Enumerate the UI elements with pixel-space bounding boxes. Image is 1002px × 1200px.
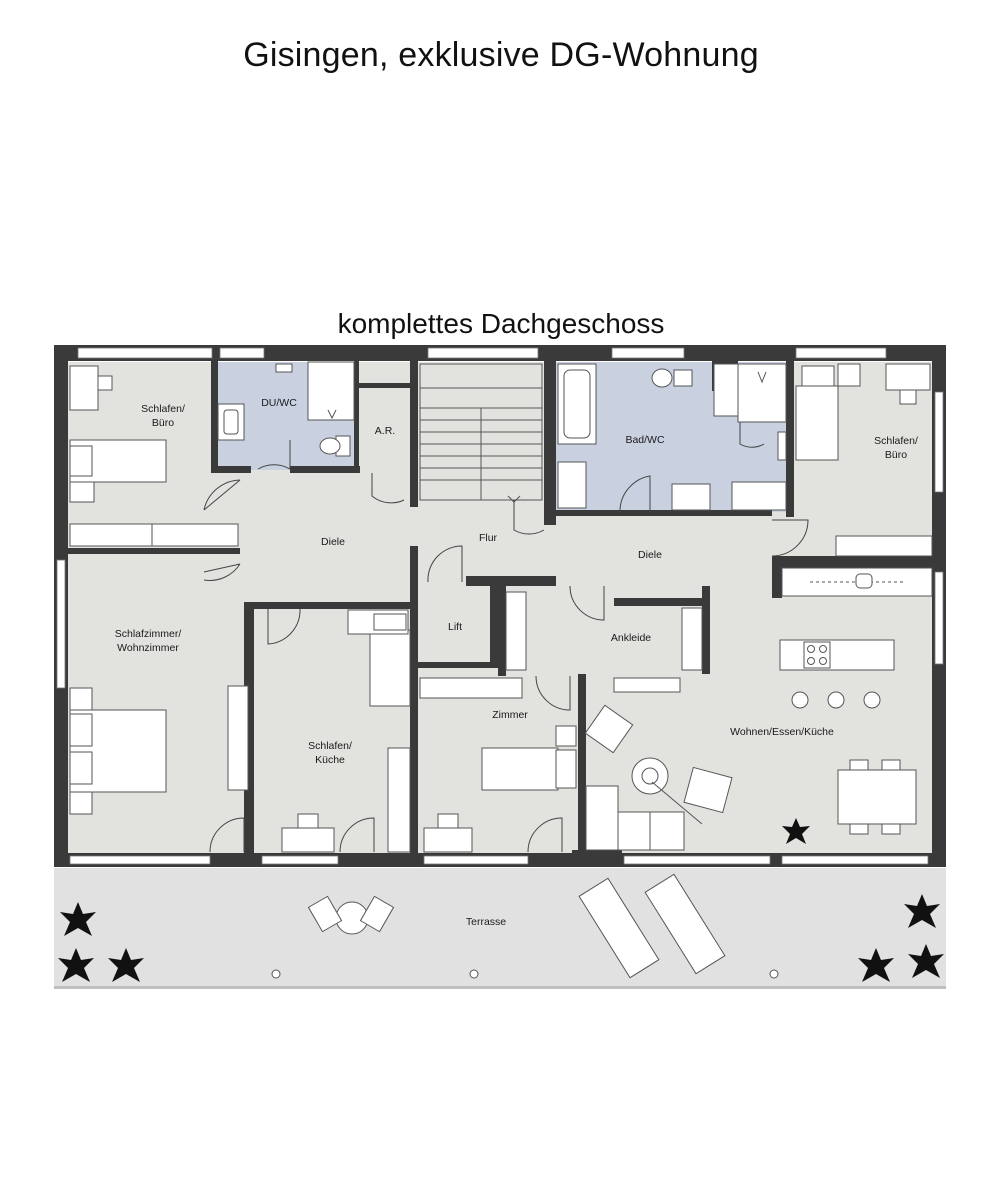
terrace-floor xyxy=(54,868,946,988)
room-label-lift: Lift xyxy=(448,621,462,633)
page-title: Gisingen, exklusive DG-Wohnung xyxy=(243,36,759,74)
furniture-schlafen-buero-left xyxy=(69,365,239,547)
doors xyxy=(203,420,809,853)
furniture-ankleide xyxy=(505,591,703,671)
room-label-schlafen-buero-left-2: Büro xyxy=(152,417,174,429)
room-label-schlafen-kueche: Schlafen/ xyxy=(308,740,352,752)
kitchen-counter xyxy=(781,567,933,597)
room-label-diele-left: Diele xyxy=(321,536,345,548)
furniture-schlafzimmer-wohnzimmer xyxy=(69,685,249,815)
room-label-zimmer: Zimmer xyxy=(492,709,528,721)
furniture-wohnen xyxy=(584,639,917,851)
furniture-schlafen-kueche xyxy=(281,609,411,853)
potted-plant-icon xyxy=(904,894,940,928)
potted-plant-icon xyxy=(108,948,144,982)
room-label-ar: A.R. xyxy=(375,425,395,437)
room-label-terrasse: Terrasse xyxy=(466,916,506,928)
room-labels: Schlafen/ Büro DU/WC A.R. Bad/WC Schlafe… xyxy=(115,397,918,928)
bad-wc-fixtures xyxy=(557,363,787,511)
du-wc-fixtures xyxy=(217,361,355,457)
room-label-schlafen-buero-right: Schlafen/ xyxy=(874,435,918,447)
bed-icon xyxy=(795,365,839,461)
room-label-schlafzimmer: Schlafzimmer/ xyxy=(115,628,182,640)
room-label-schlafzimmer-2: Wohnzimmer xyxy=(117,642,179,654)
bed-icon xyxy=(69,687,167,815)
toilet-icon xyxy=(319,435,351,457)
room-label-schlafen-buero-right-2: Büro xyxy=(885,449,907,461)
furniture-zimmer xyxy=(419,677,577,853)
terrace-furniture xyxy=(54,873,946,989)
potted-plant-icon xyxy=(908,944,944,978)
room-label-ankleide: Ankleide xyxy=(611,632,651,644)
bed-icon xyxy=(481,725,577,791)
potted-plant-icon xyxy=(60,902,96,936)
potted-plant-icon xyxy=(58,948,94,982)
potted-plant-icon xyxy=(782,818,810,844)
room-label-du-wc: DU/WC xyxy=(261,397,297,409)
cooktop-icon xyxy=(779,639,895,671)
interior-walls xyxy=(68,361,932,860)
room-label-diele-right: Diele xyxy=(638,549,662,561)
room-label-bad-wc: Bad/WC xyxy=(625,434,665,446)
potted-plant-icon xyxy=(858,948,894,982)
room-label-schlafen-kueche-2: Küche xyxy=(315,754,345,766)
bed-icon xyxy=(347,609,411,707)
bed-icon xyxy=(69,439,167,503)
toilet-icon xyxy=(651,368,693,388)
room-label-flur: Flur xyxy=(479,532,498,544)
staircase xyxy=(419,363,543,503)
room-label-schlafen-buero-left: Schlafen/ xyxy=(141,403,185,415)
furniture-schlafen-buero-right xyxy=(795,363,933,557)
plan-subtitle: komplettes Dachgeschoss xyxy=(337,308,665,339)
room-label-wohnen: Wohnen/Essen/Küche xyxy=(730,726,834,738)
windows xyxy=(56,347,944,865)
